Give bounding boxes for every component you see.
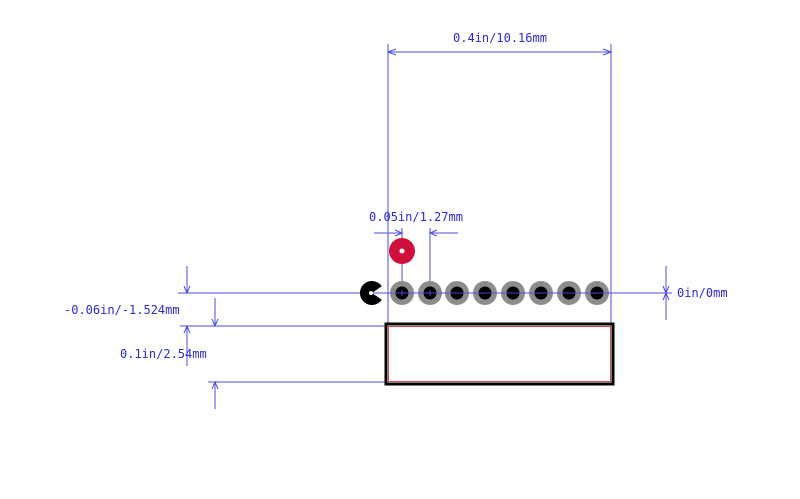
body-offset-label: -0.06in/-1.524mm bbox=[64, 303, 180, 317]
width-arrow-left bbox=[386, 48, 397, 56]
body-height-label: 0.1in/2.54mm bbox=[120, 347, 207, 361]
body-offset-arrow bbox=[183, 285, 191, 295]
offset-arrow-left bbox=[394, 229, 404, 237]
pin1-marker-dot bbox=[399, 248, 405, 254]
width-arrow-right bbox=[602, 48, 613, 56]
overall-width-dimension: 0.4in/10.16mm bbox=[386, 31, 613, 325]
pin1-marker bbox=[389, 238, 415, 264]
body-outline bbox=[384, 322, 615, 386]
body-height-dimension: 0.1in/2.54mm bbox=[120, 298, 386, 409]
pin-offset-dimension: 0.05in/1.27mm bbox=[369, 210, 463, 293]
height-arrow-top bbox=[211, 318, 219, 328]
height-arrow-mid bbox=[183, 324, 191, 334]
orientation-marker bbox=[359, 281, 382, 305]
offset-arrow-right bbox=[428, 229, 438, 237]
origin-label: 0in/0mm bbox=[677, 286, 728, 300]
component-body bbox=[384, 322, 615, 386]
body-offset-dimension: -0.06in/-1.524mm bbox=[64, 266, 386, 327]
body-outline-inner bbox=[388, 326, 611, 382]
origin-arrow-bottom bbox=[662, 291, 670, 301]
origin-dimension: 0in/0mm bbox=[662, 266, 728, 320]
orientation-dot bbox=[369, 291, 373, 295]
overall-width-label: 0.4in/10.16mm bbox=[453, 31, 547, 45]
pin-offset-label: 0.05in/1.27mm bbox=[369, 210, 463, 224]
height-arrow-bottom bbox=[211, 380, 219, 390]
